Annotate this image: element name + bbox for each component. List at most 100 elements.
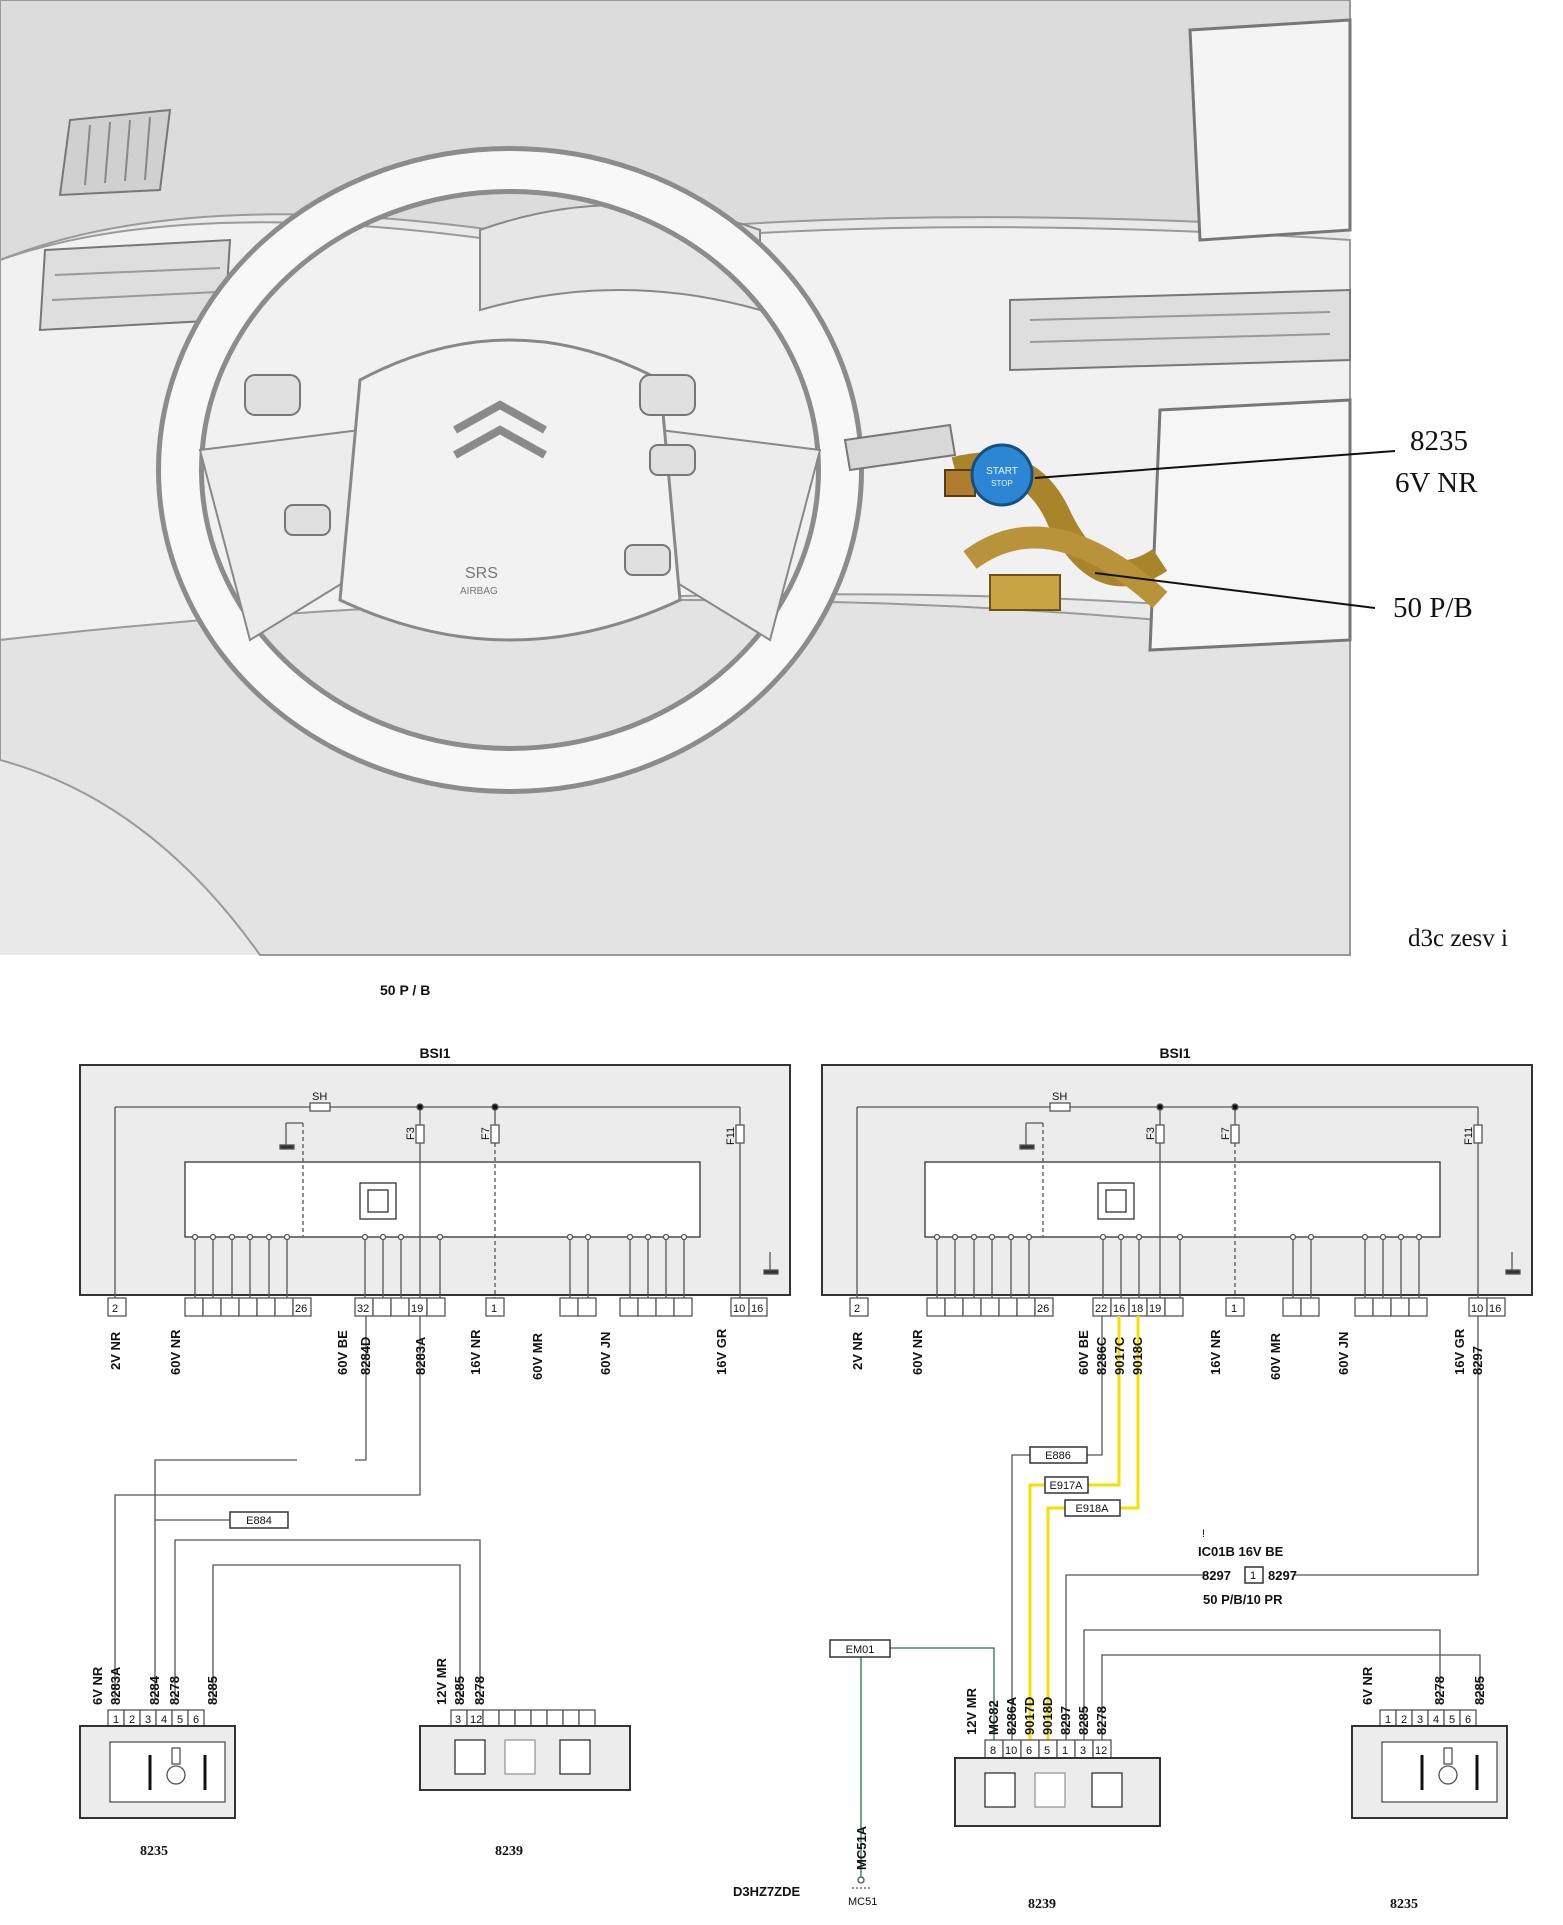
left-wire-8283a: 8283A: [413, 1336, 428, 1375]
right-8235-pin-6: 6: [1465, 1714, 1471, 1726]
right-8235-pin-4: 4: [1433, 1714, 1439, 1726]
right-sh-label: SH: [1052, 1091, 1067, 1103]
right-wire-8297: 8297: [1470, 1346, 1485, 1375]
left-pin-1: 1: [491, 1303, 497, 1315]
left-conn-16v-gr: 16V GR: [714, 1328, 729, 1375]
left-8235-conn: 6V NR: [90, 1666, 105, 1705]
right-8239-wire-8286a: 8286A: [1004, 1696, 1019, 1735]
right-8235-conn: 6V NR: [1360, 1666, 1375, 1705]
doc-code: D3HZ7ZDE: [733, 1884, 801, 1899]
right-8239-wire-9018d: 9018D: [1040, 1697, 1055, 1735]
right-wire-8286c: 8286C: [1094, 1336, 1109, 1375]
left-8239-wire-8285: 8285: [452, 1676, 467, 1705]
callout-50-pb: 50 P/B: [1393, 592, 1473, 624]
left-pin-32: 32: [357, 1303, 369, 1315]
right-inline-name: IC01B 16V BE: [1198, 1544, 1284, 1559]
stop-button-text: STOP: [991, 479, 1013, 488]
left-8235-pin-3: 3: [145, 1714, 151, 1726]
photo-ref-code: d3c zesv i: [1408, 925, 1508, 952]
left-fuse-f3: F3: [405, 1127, 417, 1140]
left-sh-label: SH: [312, 1091, 327, 1103]
left-pin-16: 16: [751, 1303, 763, 1315]
left-8239-wire-8278: 8278: [472, 1676, 487, 1705]
left-8235-pin-2: 2: [129, 1714, 135, 1726]
left-8235-pin-4: 4: [161, 1714, 167, 1726]
right-pin-16a: 16: [1113, 1303, 1125, 1315]
right-wire-9018c: 9018C: [1130, 1336, 1145, 1375]
right-pin-16b: 16: [1489, 1303, 1501, 1315]
right-inline-right-wire: 8297: [1268, 1568, 1297, 1583]
right-diagram: [821, 1064, 1533, 1889]
right-8239-conn: 12V MR: [964, 1687, 979, 1735]
left-8235-pin-6: 6: [193, 1714, 199, 1726]
right-8235-pin-5: 5: [1449, 1714, 1455, 1726]
left-8235-pin-5: 5: [177, 1714, 183, 1726]
right-mc51a: MC51A: [854, 1825, 869, 1870]
left-pin-19: 19: [411, 1303, 423, 1315]
right-8239-wire-9017d: 9017D: [1022, 1697, 1037, 1735]
right-8235-pin-2: 2: [1401, 1714, 1407, 1726]
right-wire-9017c: 9017C: [1112, 1336, 1127, 1375]
left-8235-ref: 8235: [140, 1844, 168, 1859]
left-8235-wire-8278: 8278: [167, 1676, 182, 1705]
left-8235-pin-1: 1: [113, 1714, 119, 1726]
left-fuse-f11: F11: [725, 1127, 737, 1145]
right-8239-pin-8: 8: [990, 1745, 996, 1757]
left-conn-60v-nr: 60V NR: [168, 1329, 183, 1375]
right-8235-pin-1: 1: [1385, 1714, 1391, 1726]
right-conn-60v-nr: 60V NR: [910, 1329, 925, 1375]
start-stop-button: START STOP: [970, 443, 1034, 507]
right-8239-pin-3: 3: [1080, 1745, 1086, 1757]
left-pin-2: 2: [112, 1303, 118, 1315]
right-pin-1: 1: [1231, 1303, 1237, 1315]
left-fuse-f7: F7: [480, 1127, 492, 1140]
right-splice-e918a: E918A: [1075, 1503, 1109, 1515]
right-8239-pin-1: 1: [1062, 1745, 1068, 1757]
right-pin-26: 26: [1037, 1303, 1049, 1315]
right-splice-e886: E886: [1045, 1450, 1071, 1462]
left-pin-26: 26: [295, 1303, 307, 1315]
right-mc51: MC51: [848, 1896, 877, 1908]
left-bsi-title: BSI1: [419, 1045, 450, 1061]
right-8235-ref: 8235: [1390, 1897, 1418, 1912]
right-8239-pin-12: 12: [1095, 1745, 1107, 1757]
right-pin-10: 10: [1471, 1303, 1483, 1315]
left-8239-conn: 12V MR: [434, 1657, 449, 1705]
right-fuse-f11: F11: [1463, 1127, 1475, 1145]
right-8239-wire-mc82: MC82: [986, 1700, 1001, 1735]
right-conn-60v-be: 60V BE: [1076, 1330, 1091, 1375]
right-conn-16v-nr: 16V NR: [1208, 1329, 1223, 1375]
callout-6v-nr: 6V NR: [1395, 467, 1478, 499]
right-pin-18: 18: [1131, 1303, 1143, 1315]
right-pin-19: 19: [1149, 1303, 1161, 1315]
left-conn-2v-nr: 2V NR: [108, 1331, 123, 1370]
right-splice-e917a: E917A: [1049, 1480, 1083, 1492]
left-splice-e884: E884: [246, 1515, 272, 1527]
right-inline-pin: 1: [1250, 1570, 1256, 1582]
right-8239-wire-8278: 8278: [1094, 1706, 1109, 1735]
right-pin-2: 2: [854, 1303, 860, 1315]
right-pin-22: 22: [1095, 1303, 1107, 1315]
left-8235-wire-8285: 8285: [205, 1676, 220, 1705]
right-inline-mark: !: [1202, 1528, 1205, 1540]
start-button-text: START: [986, 466, 1018, 477]
right-8239-wire-8285: 8285: [1076, 1706, 1091, 1735]
right-8239-ref: 8239: [1028, 1897, 1056, 1912]
left-8235-wire-8283a: 8283A: [108, 1666, 123, 1705]
right-8239-wire-8297: 8297: [1058, 1706, 1073, 1735]
right-8235-pin-3: 3: [1417, 1714, 1423, 1726]
left-conn-60v-be: 60V BE: [335, 1330, 350, 1375]
right-8239-pin-10: 10: [1005, 1745, 1017, 1757]
right-conn-60v-jn: 60V JN: [1336, 1332, 1351, 1375]
right-8239-pin-6: 6: [1026, 1745, 1032, 1757]
right-bsi-title: BSI1: [1159, 1045, 1190, 1061]
left-diagram: [79, 1064, 791, 1819]
right-fuse-f3: F3: [1145, 1127, 1157, 1140]
right-conn-2v-nr: 2V NR: [850, 1331, 865, 1370]
left-8235-wire-8284: 8284: [147, 1675, 162, 1705]
right-8239-pin-5: 5: [1044, 1745, 1050, 1757]
right-conn-16v-gr: 16V GR: [1452, 1328, 1467, 1375]
right-8235-wire-8278: 8278: [1432, 1676, 1447, 1705]
right-conn-60v-mr: 60V MR: [1268, 1332, 1283, 1380]
